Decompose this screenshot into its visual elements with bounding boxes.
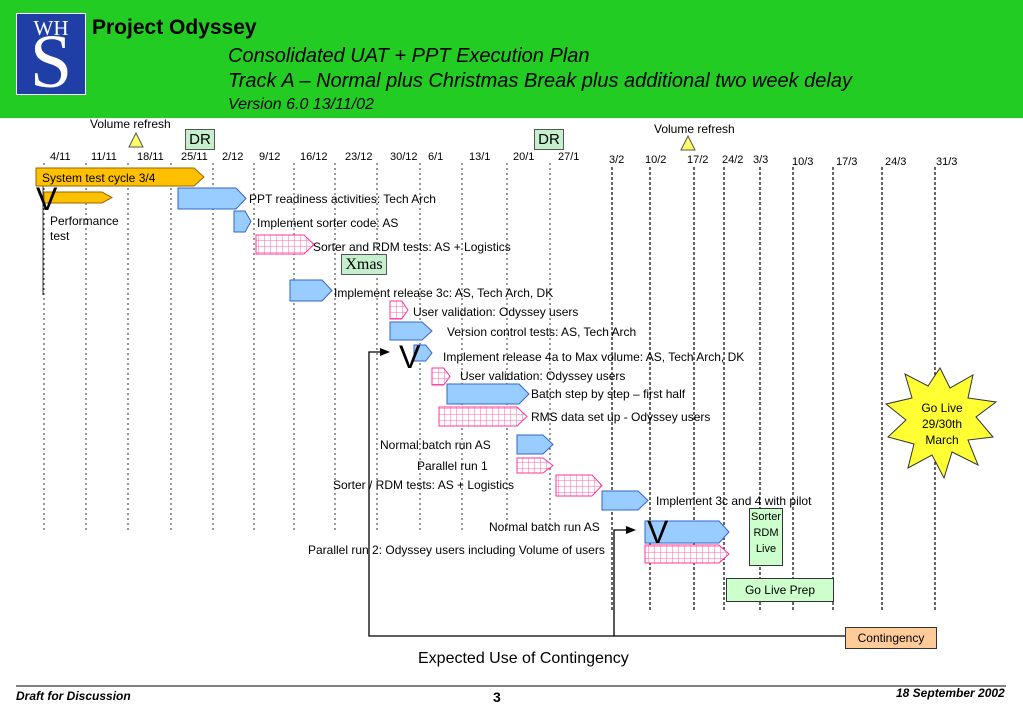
date-label-7: 23/12 xyxy=(345,151,373,163)
bar-user-validation-2 xyxy=(431,367,451,386)
volume-refresh-label-2: Volume refresh xyxy=(654,122,735,136)
bar-system-test xyxy=(35,167,205,187)
date-label-21: 31/3 xyxy=(936,156,958,168)
task-implement-3c-label: Implement release 3c: AS, Tech Arch, DK xyxy=(334,286,554,300)
task-performance-test-label: Performance test xyxy=(50,214,119,243)
date-label-8: 30/12 xyxy=(390,151,418,163)
date-label-19: 17/3 xyxy=(836,156,858,168)
task-sorter-rdm-tests-2-label: Sorter / RDM tests: AS + Logistics xyxy=(333,478,515,492)
bar-ppt-readiness xyxy=(177,187,247,210)
go-live-star xyxy=(884,367,998,480)
task-batch-step-label: Batch step by step – first half xyxy=(531,387,686,401)
version-label: Version 6.0 13/11/02 xyxy=(228,96,374,113)
contingency-caption: Expected Use of Contingency xyxy=(418,650,629,667)
date-label-14: 10/2 xyxy=(645,154,667,166)
whs-logo: WH S xyxy=(16,13,86,104)
contingency-arrowhead-left xyxy=(380,348,390,356)
task-parallel-run-2-label: Parallel run 2: Odyssey users including … xyxy=(308,543,605,557)
v-milestone-2: V xyxy=(399,339,421,375)
dr-marker-2: DR xyxy=(534,129,564,150)
bar-parallel-run-1 xyxy=(516,457,554,474)
bar-parallel-run-2 xyxy=(644,544,730,564)
subtitle-track: Track A – Normal plus Christmas Break pl… xyxy=(228,70,852,92)
sorter-rdm-live-box: Sorter RDM Live xyxy=(749,508,783,566)
bar-sorter-rdm-tests xyxy=(255,234,315,255)
bar-version-control xyxy=(389,321,433,341)
date-label-4: 2/12 xyxy=(222,151,244,163)
go-live-prep-box: Go Live Prep xyxy=(726,578,834,602)
bar-implement-3c-4 xyxy=(601,490,649,511)
task-normal-batch-1-label: Normal batch run AS xyxy=(380,438,491,452)
date-label-6: 16/12 xyxy=(300,151,328,163)
bar-implement-3c xyxy=(289,279,333,302)
date-label-0: 4/11 xyxy=(50,151,71,163)
footer-page-number: 3 xyxy=(493,689,501,705)
task-implement-sorter-label: Implement sorter code: AS xyxy=(257,216,399,230)
bar-implement-sorter xyxy=(233,210,252,233)
task-rms-setup-label: RMS data set up - Odyssey users xyxy=(531,410,711,424)
header-banner xyxy=(0,0,1023,118)
footer-date: 18 September 2002 xyxy=(896,686,1005,700)
bar-implement-4a xyxy=(413,344,433,362)
date-label-10: 13/1 xyxy=(469,151,491,163)
date-label-11: 20/1 xyxy=(513,151,535,163)
date-label-12: 27/1 xyxy=(558,151,580,163)
task-system-test-label: System test cycle 3/4 xyxy=(42,171,156,185)
bar-user-validation-1 xyxy=(389,300,409,320)
bar-sorter-rdm-tests-2 xyxy=(555,474,603,497)
date-label-20: 24/3 xyxy=(885,156,907,168)
date-label-9: 6/1 xyxy=(428,151,444,163)
xmas-marker: Xmas xyxy=(341,254,387,275)
bar-performance-test xyxy=(43,191,114,204)
page-title: Project Odyssey xyxy=(92,16,257,39)
dr-marker-1: DR xyxy=(185,129,215,150)
task-implement-4a-label: Implement release 4a to Max volume: AS, … xyxy=(443,350,745,364)
subtitle-plan: Consolidated UAT + PPT Execution Plan xyxy=(228,45,590,67)
task-normal-batch-2-label: Normal batch run AS xyxy=(489,520,600,534)
task-version-control-label: Version control tests: AS, Tech Arch xyxy=(447,325,637,339)
contingency-arrowhead-right xyxy=(626,526,636,534)
bar-rms-setup xyxy=(438,406,528,427)
volume-refresh-triangle-1 xyxy=(128,131,144,148)
contingency-line-right xyxy=(613,529,628,636)
date-label-17: 3/3 xyxy=(753,154,769,166)
date-label-16: 24/2 xyxy=(722,154,744,166)
volume-refresh-triangle-2 xyxy=(680,134,696,151)
task-user-validation-1-label: User validation: Odyssey users xyxy=(413,305,579,319)
footer-draft-label: Draft for Discussion xyxy=(16,689,131,703)
date-label-1: 11/11 xyxy=(91,151,117,163)
volume-refresh-label-1: Volume refresh xyxy=(90,117,171,131)
task-user-validation-2-label: User validation: Odyssey users xyxy=(460,369,626,383)
contingency-line-left xyxy=(368,351,845,637)
task-sorter-rdm-tests-label: Sorter and RDM tests: AS + Logistics xyxy=(313,240,511,254)
v-milestone-3: V xyxy=(647,514,669,550)
task-ppt-readiness-label: PPT readiness activities: Tech Arch xyxy=(249,192,436,206)
date-label-2: 18/11 xyxy=(137,151,164,163)
date-label-5: 9/12 xyxy=(259,151,281,163)
v-milestone-1: V xyxy=(36,181,58,217)
contingency-box: Contingency xyxy=(845,627,937,649)
logo-text-main: S xyxy=(29,20,73,104)
timeline-gridlines xyxy=(42,163,936,610)
bar-batch-step xyxy=(446,383,530,405)
date-label-3: 25/11 xyxy=(181,151,208,163)
go-live-label: Go Live 29/30th March xyxy=(921,401,963,447)
date-label-15: 17/2 xyxy=(687,154,709,166)
task-parallel-run-1-label: Parallel run 1 xyxy=(417,459,488,473)
date-label-18: 10/3 xyxy=(792,156,814,168)
task-implement-3c-4-label: Implement 3c and 4 with pilot xyxy=(656,494,812,508)
bar-normal-batch-1 xyxy=(516,434,554,455)
bar-normal-batch-2 xyxy=(644,520,730,544)
logo-text-top: WH xyxy=(33,16,69,40)
date-label-13: 3/2 xyxy=(609,154,625,166)
